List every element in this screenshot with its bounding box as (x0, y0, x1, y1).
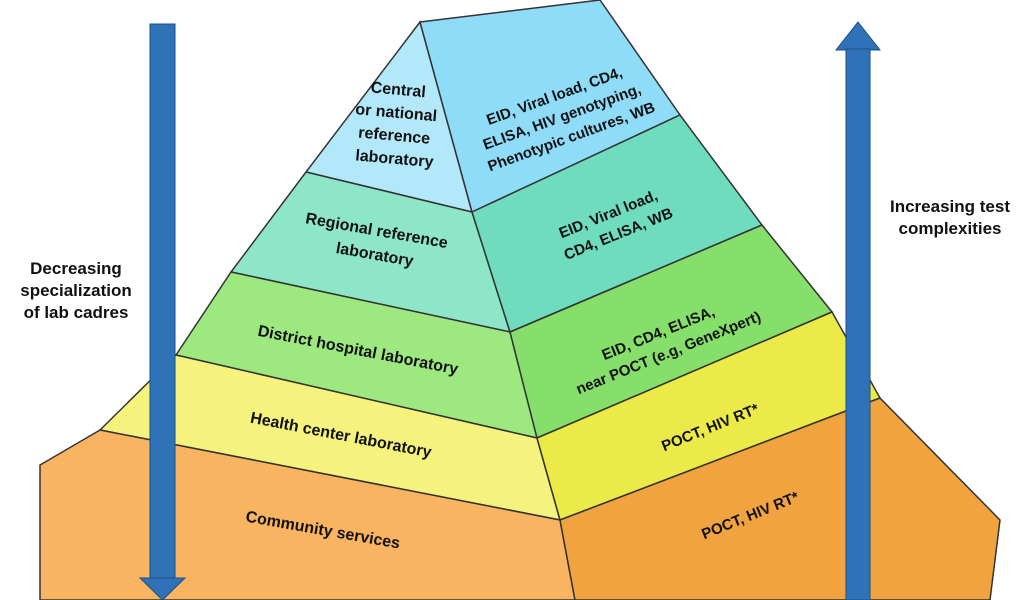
right-axis-label-line: Increasing test (890, 197, 1010, 216)
left-axis-label-line: of lab cadres (23, 303, 129, 322)
left-axis-label-line: specialization (20, 281, 132, 300)
left-axis-label: Decreasing specialization of lab cadres (0, 258, 152, 324)
tier-central-level-label: Central or national reference laboratory (351, 78, 444, 171)
left-down-arrow (138, 23, 187, 600)
right-axis-label: Increasing test complexities (870, 196, 1024, 240)
tier-community-right-face (559, 397, 1001, 600)
left-axis-label-line: Decreasing (30, 259, 122, 278)
right-up-arrow (834, 21, 882, 600)
right-axis-label-line: complexities (898, 219, 1002, 238)
